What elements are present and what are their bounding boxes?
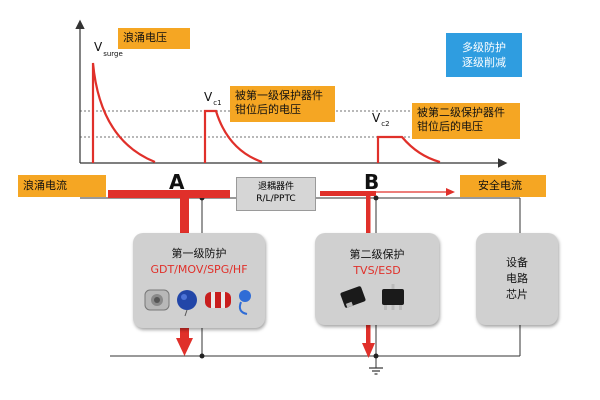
safe-current-arrow-icon	[446, 188, 455, 196]
clamp2-label-line2: 钳位后的电压	[417, 120, 483, 133]
clamp1-waveform	[203, 109, 263, 164]
decoupling-component: 退耦器件 R/L/PPTC	[236, 177, 316, 211]
coupler-line2: R/L/PPTC	[256, 194, 296, 204]
stage1-discharge-arrow-icon	[176, 338, 193, 356]
vc2-label: Vc2	[372, 111, 390, 128]
node-dot	[373, 195, 379, 201]
multi-level-line1: 多级防护	[462, 41, 506, 54]
ground-icon	[369, 367, 383, 375]
vc1-label: Vc1	[204, 90, 222, 107]
stage1-component-icons	[144, 289, 251, 317]
mov-component-icon	[177, 290, 197, 317]
stage2-title: 第二级保护	[349, 248, 405, 261]
stage2-discharge-arrow-icon	[362, 343, 375, 358]
device-line3: 芯片	[506, 288, 528, 301]
v-surge-label: Vsurge	[94, 40, 123, 58]
stage1-title: 第一级防护	[171, 247, 227, 260]
surge-voltage-label: 浪涌电压	[118, 28, 190, 49]
spg-component-icon	[205, 292, 231, 308]
coupler-line1: 退耦器件	[257, 182, 294, 192]
node-b-label: B	[364, 170, 379, 194]
stage2-parts: TVS/ESD	[353, 264, 401, 277]
clamp1-voltage-label: 被第一级保护器件 钳位后的电压	[230, 86, 335, 122]
residual-current-bar	[320, 191, 376, 196]
node-dot	[199, 353, 205, 359]
device-circuit-panel: 设备 电路 芯片	[476, 233, 558, 325]
node-a-label: A	[169, 170, 185, 194]
surge-current-label: 浪涌电流	[18, 175, 106, 197]
device-line2: 电路	[506, 272, 528, 285]
multi-level-protection-box: 多级防护 逐级削减	[446, 33, 522, 77]
gdt-component-icon	[144, 289, 170, 311]
stage2-component-icons	[340, 284, 404, 310]
clamp1-label-line1: 被第一级保护器件	[235, 89, 323, 102]
device-line1: 设备	[506, 256, 528, 269]
hf-component-icon	[238, 290, 251, 315]
clamp2-label-line1: 被第二级保护器件	[417, 106, 505, 119]
esd-component-icon	[382, 284, 404, 310]
surge-waveform	[91, 62, 156, 164]
multi-level-line2: 逐级削减	[462, 56, 506, 69]
stage2-protection-panel: 第二级保护 TVS/ESD	[315, 233, 439, 325]
clamp2-voltage-label: 被第二级保护器件 钳位后的电压	[412, 103, 520, 139]
safe-current-label: 安全电流	[460, 175, 546, 197]
stage1-parts: GDT/MOV/SPG/HF	[150, 263, 248, 276]
clamp1-label-line2: 钳位后的电压	[235, 103, 301, 116]
node-dot	[373, 353, 379, 359]
tvs-component-icon	[340, 286, 366, 308]
surge-current-arrow	[108, 190, 230, 198]
waveform-axes	[75, 19, 508, 168]
stage1-protection-panel: 第一级防护 GDT/MOV/SPG/HF	[133, 233, 265, 328]
clamp2-waveform	[376, 135, 441, 164]
